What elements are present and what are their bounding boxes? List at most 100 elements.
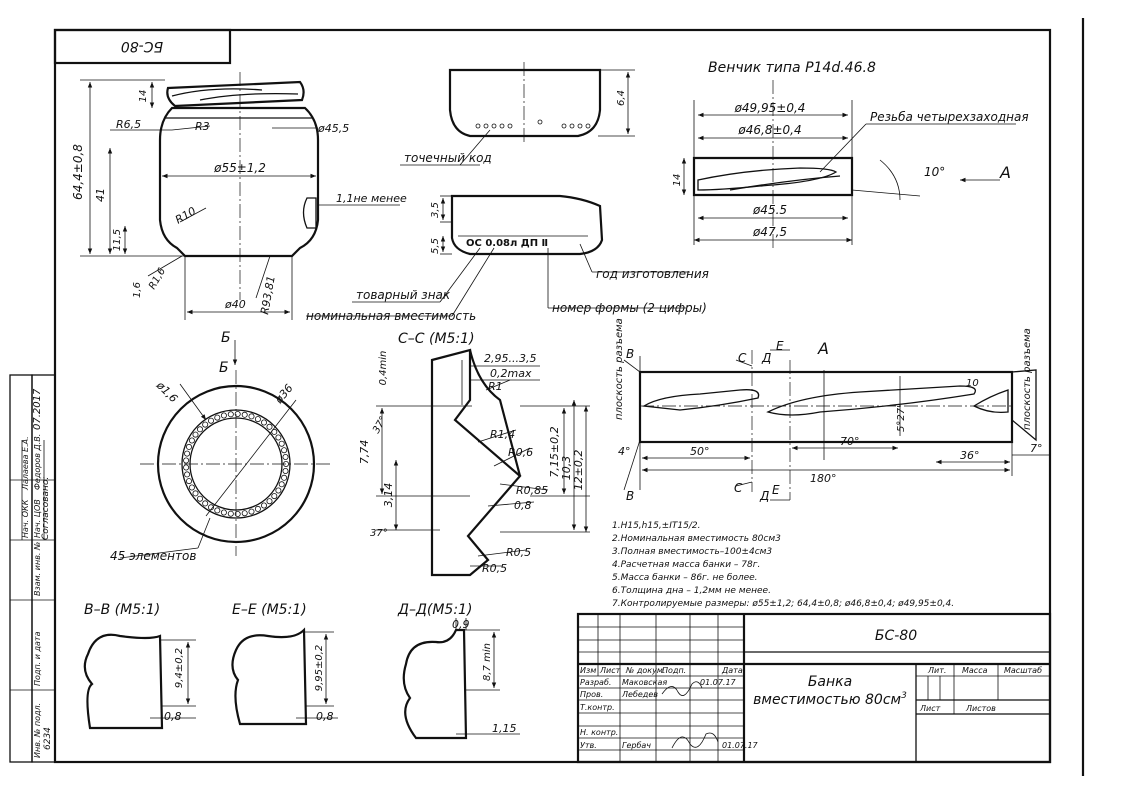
label-trademark: товарный знак (356, 288, 451, 302)
section-cc (376, 348, 590, 577)
dim-min-thickness: 1,1не менее (336, 192, 407, 205)
note-3: 3.Полная вместимость–100±4см3 (612, 547, 772, 557)
ring-element (227, 510, 234, 517)
ring-element (202, 421, 209, 428)
view-a-thread-development (623, 349, 1050, 501)
label-volume: номинальная вместимость (306, 309, 476, 323)
title-col-date: Дата (721, 666, 743, 675)
ring-element (184, 471, 191, 478)
dim-d40: ø40 (224, 298, 246, 311)
label-year: год изготовления (596, 267, 709, 281)
row-name-6: Гербач (622, 741, 651, 750)
title-code: БС-80 (875, 628, 917, 644)
jar-front-view (158, 72, 320, 320)
view-a-letter-1: В (626, 347, 634, 361)
ring-element (188, 484, 195, 491)
jar-dimension-lines (80, 79, 400, 315)
rim-dim-3: ø45.5 (752, 203, 787, 217)
view-a-dim-3: 70° (840, 435, 860, 448)
row-role-5: Н. контр. (580, 728, 618, 737)
ring-element (260, 502, 267, 509)
ring-element (282, 453, 289, 460)
section-ee-dim-2: 0,8 (316, 710, 334, 723)
view-b-dim-2: ø36 (272, 382, 296, 407)
approval-role-2: Нач. ОКК (21, 499, 30, 538)
ring-element (227, 411, 234, 418)
ring-element (241, 411, 248, 418)
row-role-1: Разраб. (580, 678, 611, 687)
view-a-right-label: плоскость разъема (1022, 328, 1033, 430)
cc-dim-9: 7,15±0,2 (548, 426, 561, 477)
ring-element (254, 416, 261, 423)
view-a-dim-1: 4° (618, 445, 631, 458)
cc-dim-15: 37° (370, 528, 388, 539)
ring-element (202, 500, 209, 507)
section-vv (83, 633, 196, 730)
row-date-1: 01.07.17 (700, 678, 737, 687)
ring-element (241, 510, 248, 517)
title-sheet: Лист (919, 704, 941, 713)
strip-cell-3: Инв. № подл. (33, 703, 42, 758)
signature-2 (671, 732, 719, 749)
row-date-6: 01.07.17 (722, 741, 759, 750)
strip-cell-2: Подп. и дата (33, 631, 42, 686)
cc-dim-4: R1 (488, 380, 503, 393)
ring-element (196, 426, 203, 433)
cc-dim-7: R1,4 (490, 428, 515, 441)
row-role-3: Т.контр. (580, 703, 615, 712)
ring-element (183, 457, 190, 464)
ring-element (220, 509, 227, 516)
ring-element (192, 431, 199, 438)
ring-element (196, 495, 203, 502)
ring-element (248, 508, 255, 515)
row-role-2: Пров. (580, 690, 603, 699)
rim-dim-6: 10° (924, 165, 945, 179)
ring-element (188, 437, 195, 444)
note-6: 6.Толщина дна – 1,2мм не менее. (612, 586, 771, 596)
signature-1 (661, 681, 703, 696)
section-vv-dim-2: 0,8 (164, 710, 182, 723)
view-a-letter-3: С (738, 351, 747, 365)
strip-cell-1: Взам. инв. № (33, 542, 42, 596)
cc-dim-6: 7,74 (358, 440, 371, 465)
approval-name-2: Лалаева Е.А. (21, 436, 30, 491)
dim-h115: 11,5 (112, 229, 123, 251)
ring-element (275, 487, 282, 494)
rim-view-letter: А (999, 163, 1011, 182)
dim-r10: R10 (173, 205, 198, 227)
rim-dim-5: 14 (672, 174, 683, 187)
title-mass: Масса (962, 666, 988, 675)
ring-element (183, 464, 190, 471)
dim-r9381: R93,81 (258, 275, 278, 316)
dim-h41: 41 (94, 188, 107, 202)
section-dd-dim-3: 1,15 (492, 722, 517, 735)
title-col-list: Лист (599, 666, 621, 675)
ring-element (254, 505, 261, 512)
title-name-1: Банка (808, 674, 852, 690)
dim-r3: R3 (195, 120, 210, 133)
strip-inv-number: 6234 (43, 727, 53, 750)
view-b-ring (119, 340, 332, 559)
section-dd-dim-2: 8,7 min (482, 643, 493, 681)
note-5: 5.Масса банки – 86г. не более. (612, 573, 758, 583)
cc-dim-13: R0,85 (516, 484, 548, 497)
ring-element (278, 481, 285, 488)
ring-element (260, 419, 267, 426)
section-dd-title: Д–Д(М5:1) (397, 602, 472, 618)
section-ee-dim-1: 9,95±0,2 (314, 645, 325, 692)
technical-notes: 1.Н15,h15,±IT15/2. 2.Номинальная вместим… (612, 521, 954, 609)
ring-element (234, 510, 241, 517)
ring-element (281, 474, 288, 481)
ring-elements (183, 410, 289, 517)
title-col-doc: № докум. (625, 666, 665, 675)
view-a-dim-8: 10 (966, 378, 979, 389)
view-b-title: Б (219, 360, 229, 376)
ring-element (266, 423, 273, 430)
dim-r65: R6,5 (116, 118, 141, 131)
cc-dim-2: 2,95...3,5 (484, 352, 536, 365)
note-1: 1.Н15,h15,±IT15/2. (612, 521, 700, 531)
dim-height-total: 64,4±0,8 (71, 144, 85, 200)
title-lit: Лит. (927, 666, 946, 675)
title-name-2-text: вместимостью 80см (753, 692, 901, 708)
ring-element (220, 412, 227, 419)
